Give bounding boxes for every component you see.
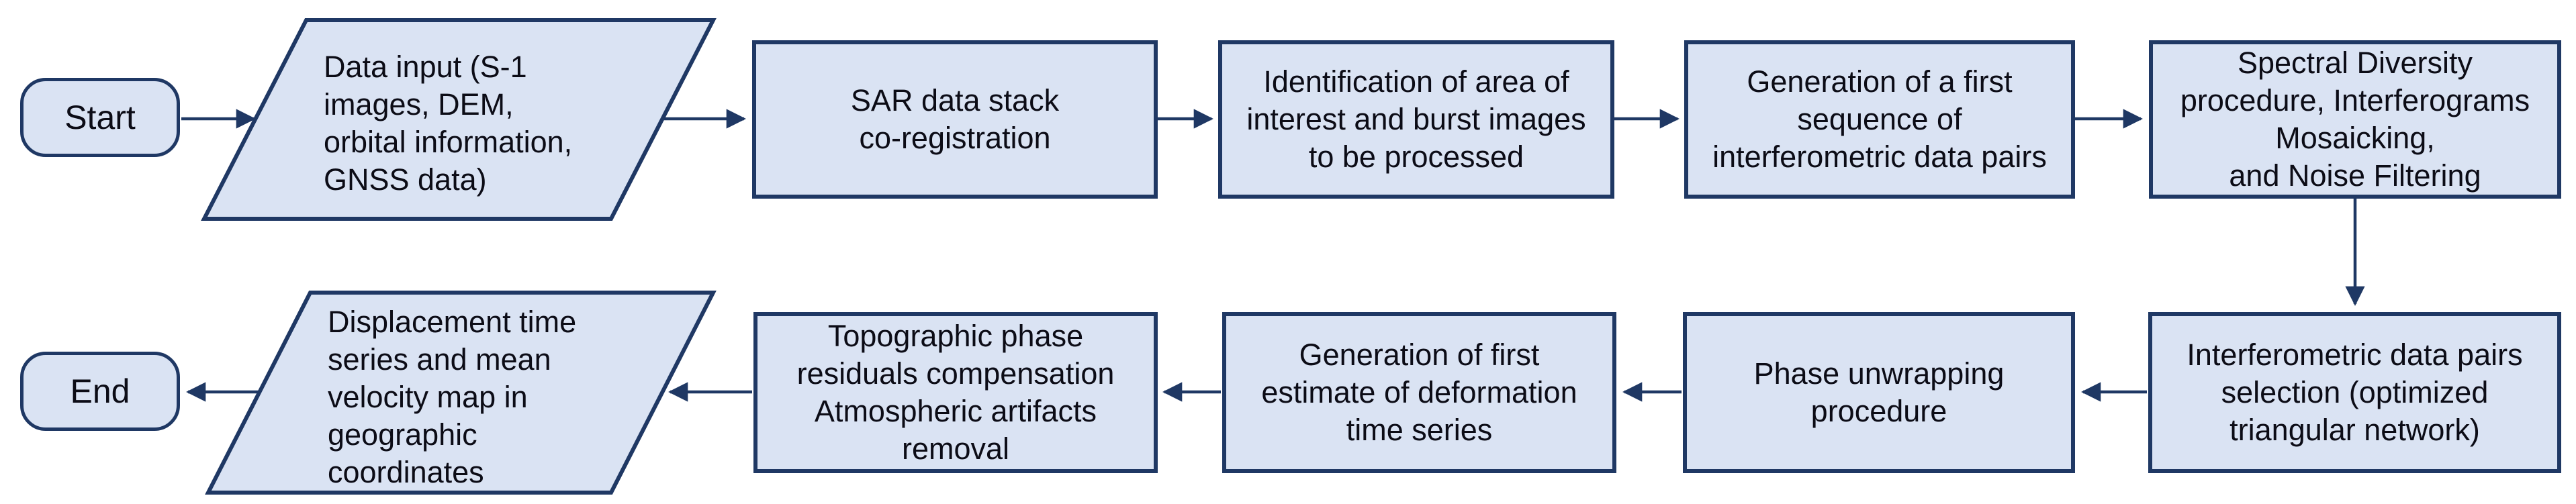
node-first-estimate: Generation of first estimate of deformat… <box>1222 312 1616 473</box>
node-first-sequence: Generation of a first sequence of interf… <box>1684 40 2075 199</box>
node-data-input-label: Data input (S-1 images, DEM, orbital inf… <box>324 50 573 197</box>
node-spectral-diversity: Spectral Diversity procedure, Interferog… <box>2149 40 2561 199</box>
data-input-parallelogram-shape <box>201 18 717 221</box>
node-sar-coregistration: SAR data stack co-registration <box>752 40 1158 199</box>
node-identification-aoi: Identification of area of interest and b… <box>1218 40 1614 199</box>
node-phase-unwrapping: Phase unwrapping procedure <box>1683 312 2075 473</box>
node-topographic-phase: Topographic phase residuals compensation… <box>753 312 1158 473</box>
node-pairs-selection: Interferometric data pairs selection (op… <box>2148 312 2561 473</box>
displacement-output-parallelogram-shape <box>205 291 717 495</box>
node-end: End <box>20 352 180 431</box>
node-start: Start <box>20 78 180 157</box>
node-displacement-output-label: Displacement time series and mean veloci… <box>328 305 577 489</box>
